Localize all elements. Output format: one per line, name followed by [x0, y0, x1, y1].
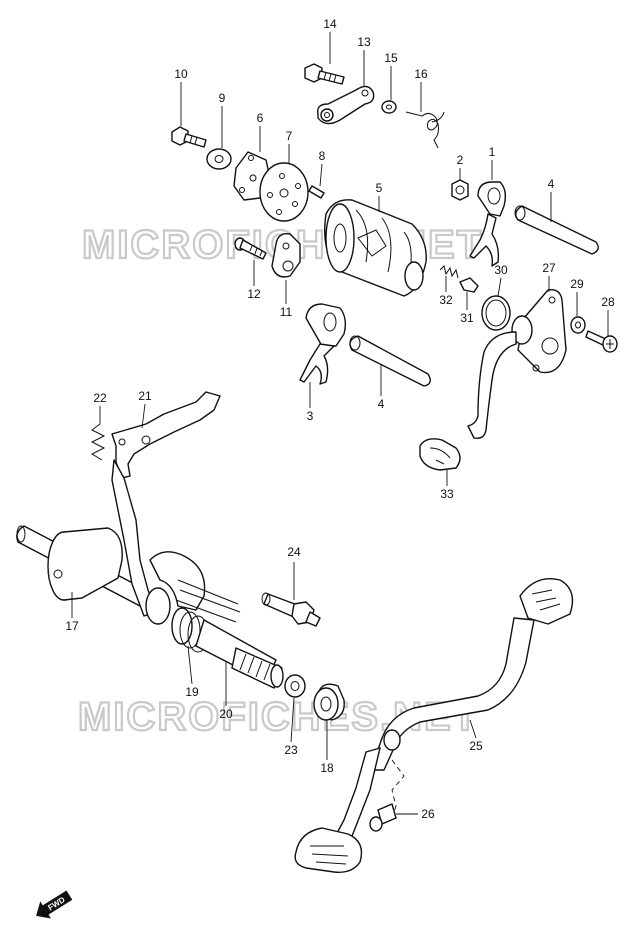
part-12-bolt — [234, 237, 267, 260]
label-16: 16 — [414, 67, 428, 81]
part-8-pin — [308, 185, 325, 199]
label-4-upper: 4 — [548, 177, 555, 191]
label-2: 2 — [457, 153, 464, 167]
fwd-arrow-icon: FWD — [36, 890, 73, 919]
label-10: 10 — [174, 67, 188, 81]
label-33: 33 — [440, 487, 454, 501]
part-23-washer — [284, 674, 306, 698]
label-29: 29 — [570, 277, 584, 291]
part-25-shift-lever — [294, 578, 574, 873]
label-31: 31 — [460, 311, 474, 325]
label-19: 19 — [185, 685, 199, 699]
part-1-fork — [469, 181, 507, 267]
part-5-cam-drum — [324, 199, 427, 297]
label-8: 8 — [319, 149, 326, 163]
part-26-bolt — [369, 803, 397, 832]
label-27: 27 — [542, 261, 556, 275]
label-14: 14 — [323, 17, 337, 31]
label-9: 9 — [219, 91, 226, 105]
part-30-oring — [481, 295, 511, 331]
part-11-cam-stopper — [271, 233, 301, 278]
part-13-lever — [317, 85, 375, 125]
part-7-pin-plate — [259, 162, 309, 222]
label-4-lower: 4 — [378, 397, 385, 411]
part-33-clamp — [419, 438, 461, 471]
label-24: 24 — [287, 545, 301, 559]
part-4-shaft-lower — [349, 335, 431, 387]
label-3: 3 — [307, 409, 314, 423]
dash-guide-25 — [391, 759, 405, 819]
part-3-fork — [299, 303, 347, 385]
label-13: 13 — [357, 35, 371, 49]
part-24-bolt — [261, 592, 321, 627]
label-18: 18 — [320, 761, 334, 775]
part-32-spring — [439, 265, 459, 279]
leader-lines — [71, 32, 609, 815]
part-15-washer — [381, 100, 397, 114]
part-10-bolt — [171, 126, 207, 148]
label-12: 12 — [247, 287, 261, 301]
label-32: 32 — [439, 293, 453, 307]
label-5: 5 — [376, 181, 383, 195]
part-18-seal — [313, 683, 345, 721]
part-28-bolt — [585, 330, 618, 353]
part-number-labels: 14 13 15 16 10 9 6 7 8 2 1 4 5 12 11 32 … — [65, 17, 615, 821]
part-19-spring — [145, 587, 209, 653]
label-22: 22 — [93, 391, 107, 405]
label-23: 23 — [284, 743, 298, 757]
label-26: 26 — [421, 807, 435, 821]
part-16-spring — [405, 111, 445, 149]
part-9-washer — [206, 148, 232, 170]
part-31-plunger — [459, 277, 479, 293]
part-29-washer — [570, 316, 586, 334]
label-28: 28 — [601, 295, 615, 309]
part-4-shaft-upper — [514, 205, 599, 255]
part-22-spring — [90, 423, 106, 461]
label-1: 1 — [489, 145, 496, 159]
label-11: 11 — [280, 305, 293, 319]
label-7: 7 — [286, 129, 293, 143]
part-2-nut — [451, 179, 469, 201]
label-25: 25 — [469, 739, 483, 753]
label-6: 6 — [257, 111, 264, 125]
part-20-spline-shaft — [195, 619, 284, 689]
part-27-cover — [467, 289, 567, 440]
label-20: 20 — [219, 707, 233, 721]
part-21-shift-arm — [111, 391, 241, 623]
label-15: 15 — [384, 51, 398, 65]
label-30: 30 — [494, 263, 508, 277]
part-17-shift-shaft — [16, 525, 147, 607]
label-17: 17 — [65, 619, 79, 633]
label-21: 21 — [138, 389, 152, 403]
part-14-bolt — [304, 63, 345, 85]
